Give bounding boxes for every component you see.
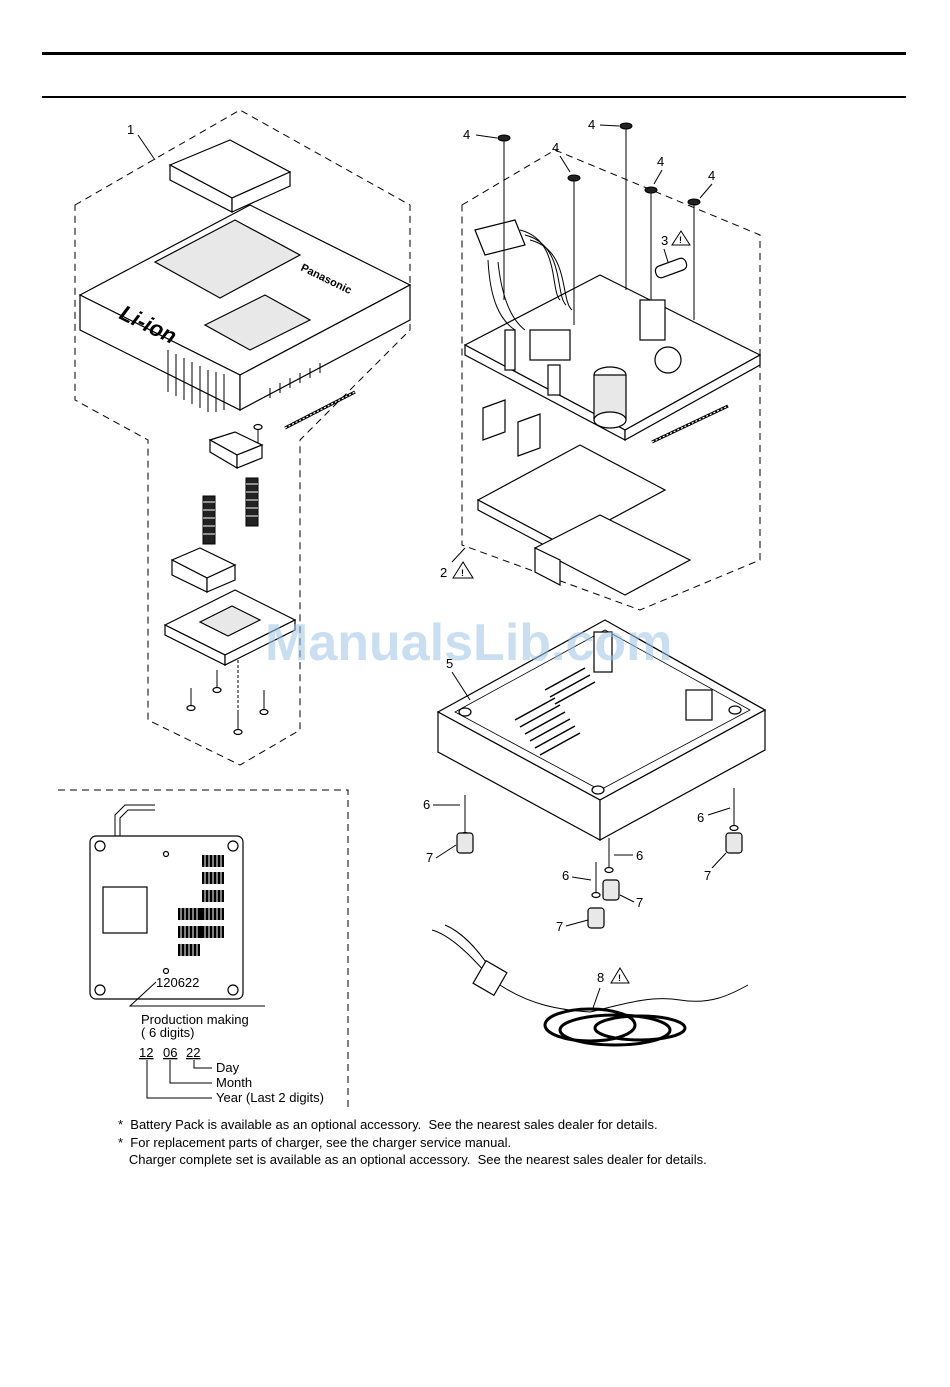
notes-block: * Battery Pack is available as an option… <box>118 1116 878 1169</box>
caution-icon-mark: ! <box>461 568 464 578</box>
callout-6a: 6 <box>423 797 430 812</box>
callout-4d: 4 <box>657 154 664 169</box>
callout-1: 1 <box>127 122 134 137</box>
note-charger-set: Charger complete set is available as an … <box>118 1152 707 1167</box>
production-title: Production making <box>141 1012 249 1027</box>
rubber-feet <box>456 832 743 929</box>
production-yy: 12 <box>139 1045 153 1060</box>
callout-2: 2 <box>440 565 447 580</box>
callout-7c: 7 <box>636 895 643 910</box>
callout-8: 8 <box>597 970 604 985</box>
caution-icon-mark: ! <box>618 973 621 983</box>
callout-5: 5 <box>446 656 453 671</box>
power-cord-group: 8 ! <box>431 924 749 1047</box>
callout-6d: 6 <box>562 868 569 883</box>
callout-7d: 7 <box>556 919 563 934</box>
production-day-label: Day <box>216 1060 240 1075</box>
watermark: ManualsLib.com <box>265 614 672 672</box>
callout-4e: 4 <box>708 168 715 183</box>
top-case-group: Li-ion Panasonic <box>74 109 412 766</box>
production-dd: 22 <box>186 1045 200 1060</box>
callout-7a: 7 <box>426 850 433 865</box>
note-battery-pack: * Battery Pack is available as an option… <box>118 1117 658 1132</box>
callout-4b: 4 <box>588 117 595 132</box>
pcb-screws <box>497 122 701 325</box>
callout-6b: 6 <box>697 810 704 825</box>
production-month-label: Month <box>216 1075 252 1090</box>
production-year-label: Year (Last 2 digits) <box>216 1090 324 1105</box>
screws-bottom-left <box>186 660 269 736</box>
callout-4c: 4 <box>552 140 559 155</box>
bottom-case-group: 5 6 6 6 6 7 7 7 7 <box>423 619 767 934</box>
production-code: 120622 <box>156 975 199 990</box>
bottom-screws <box>460 788 739 899</box>
callout-7b: 7 <box>704 868 711 883</box>
callout-6c: 6 <box>636 848 643 863</box>
production-mm: 06 <box>163 1045 177 1060</box>
callout-4a: 4 <box>463 127 470 142</box>
header-rule <box>42 52 906 55</box>
caution-icon <box>671 230 691 246</box>
header-rule-secondary <box>42 96 906 98</box>
callout-3: 3 <box>661 233 668 248</box>
production-subtitle: ( 6 digits) <box>141 1025 194 1040</box>
caution-icon <box>610 967 630 984</box>
caution-icon-mark: ! <box>679 235 682 245</box>
production-code-panel: 120622 Production making ( 6 digits) 12 … <box>58 789 349 1110</box>
pcb-group: 4 4 4 4 4 3 ! 2 ! <box>440 117 762 611</box>
caution-icon <box>452 561 474 579</box>
note-replacement-parts: * For replacement parts of charger, see … <box>118 1134 512 1150</box>
